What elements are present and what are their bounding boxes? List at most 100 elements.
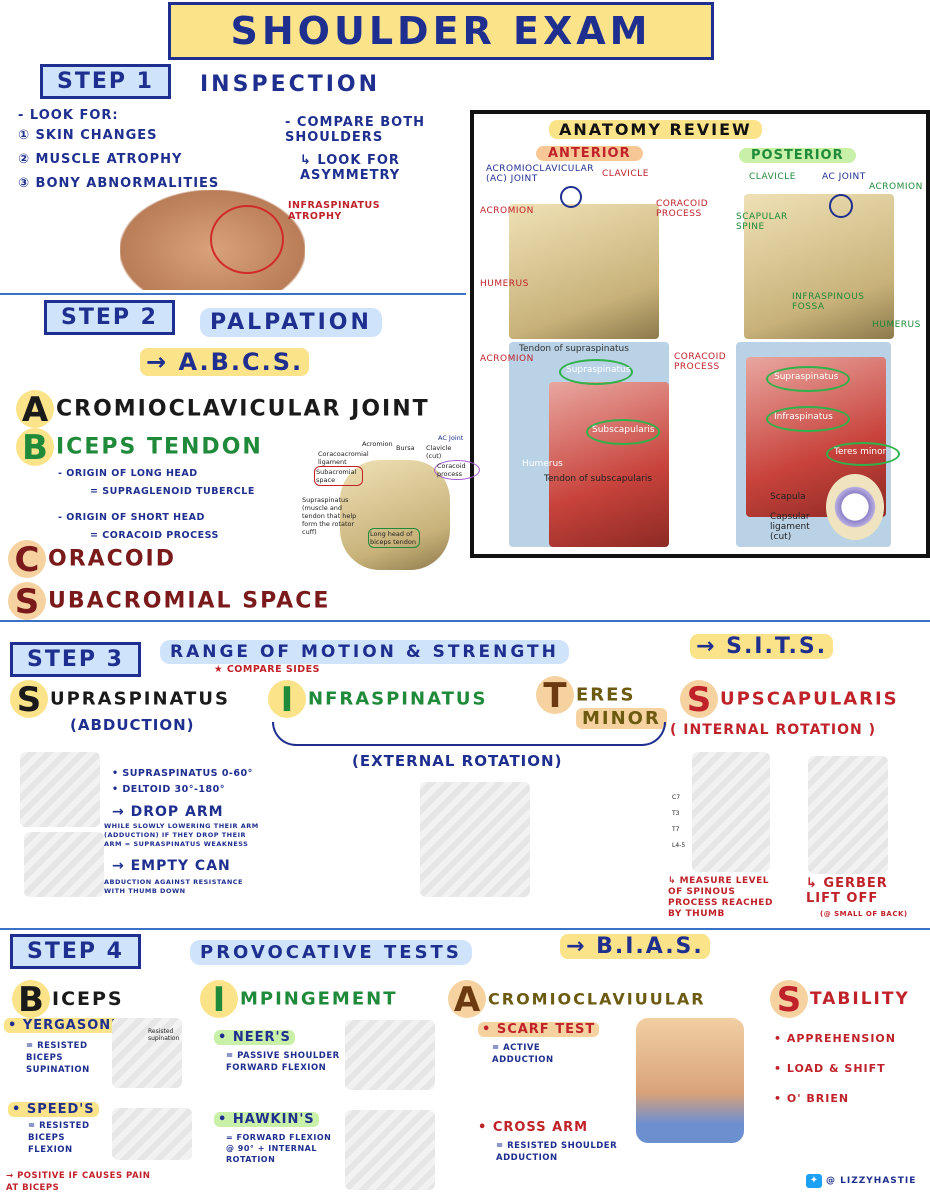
spine-sketch bbox=[692, 752, 770, 872]
step1-label: STEP 1 bbox=[40, 64, 171, 99]
biceps-note-4: = CORACOID PROCESS bbox=[90, 530, 219, 541]
anterior-muscle-image bbox=[509, 342, 669, 547]
neers-label: • NEER'S bbox=[214, 1030, 295, 1045]
subscapularis-muscle bbox=[549, 382, 669, 547]
external-rotation-label: (EXTERNAL ROTATION) bbox=[352, 752, 563, 770]
infraspinatus-atrophy-label: INFRASPINATUS ATROPHY bbox=[288, 200, 381, 222]
supra-note-1: • SUPRASPINATUS 0-60° bbox=[112, 768, 253, 779]
drop-arm-desc: WHILE SLOWLY LOWERING THEIR ARM (ADDUCTI… bbox=[104, 822, 259, 848]
speeds-desc: = RESISTED BICEPS FLEXION bbox=[28, 1121, 90, 1155]
neers-desc: = PASSIVE SHOULDER FORWARD FLEXION bbox=[226, 1051, 340, 1073]
muscle-post-supraspinatus: Supraspinatus bbox=[774, 372, 839, 382]
glenoid-image bbox=[826, 474, 884, 540]
abduction-label: (ABDUCTION) bbox=[70, 716, 195, 734]
empty-can-sketch bbox=[24, 832, 104, 897]
muscle-ant-subscapularis: Subscapularis bbox=[592, 425, 655, 435]
muscle-ant-supraspinatus: Supraspinatus bbox=[566, 365, 631, 375]
letter-t: T bbox=[536, 676, 574, 716]
step4-title: PROVOCATIVE TESTS bbox=[190, 940, 472, 965]
yergason-label: • YERGASON'S bbox=[4, 1018, 131, 1033]
stability-item-2: • LOAD & SHIFT bbox=[774, 1062, 886, 1075]
hawkins-label: • HAWKIN'S bbox=[214, 1112, 319, 1127]
ac-joint-circle-anterior bbox=[560, 186, 582, 208]
page-title: SHOULDER EXAM bbox=[168, 2, 714, 60]
scarf-test-desc: = ACTIVE ADDUCTION bbox=[492, 1043, 554, 1065]
biceps-positive-note: → POSITIVE IF CAUSES PAIN AT BICEPS bbox=[6, 1171, 151, 1193]
oval-supraspinatus-ant bbox=[559, 359, 633, 385]
divider-2 bbox=[0, 620, 930, 622]
supraspinatus-sketch bbox=[20, 752, 100, 827]
speeds-sketch bbox=[112, 1108, 192, 1160]
post-label-infraspinous: INFRASPINOUS FOSSA bbox=[792, 292, 865, 312]
step2-label: STEP 2 bbox=[44, 300, 175, 335]
empty-can-desc: ABDUCTION AGAINST RESISTANCE WITH THUMB … bbox=[104, 878, 243, 895]
step3-title: RANGE OF MOTION & STRENGTH bbox=[160, 640, 569, 664]
letter-s-supra: S bbox=[10, 680, 48, 720]
post-label-clavicle: CLAVICLE bbox=[749, 172, 796, 182]
muscle-post-capsular: Capsular ligament (cut) bbox=[770, 512, 810, 542]
step1-title: INSPECTION bbox=[200, 72, 381, 97]
palpation-diagram bbox=[340, 460, 450, 570]
yergason-sketch bbox=[112, 1018, 182, 1088]
gerber-sketch bbox=[808, 756, 888, 874]
muscle-ant-tendon-supra: Tendon of supraspinatus bbox=[519, 344, 629, 354]
letter-s-sub: S bbox=[680, 680, 718, 720]
gerber-sub: (@ SMALL OF BACK) bbox=[820, 910, 908, 918]
bias-heading: → B.I.A.S. bbox=[560, 934, 710, 959]
anterior-label: ANTERIOR bbox=[536, 146, 643, 161]
credit-handle: @ LIZZYHASTIE bbox=[826, 1176, 917, 1186]
yergason-desc: = RESISTED BICEPS SUPINATION bbox=[26, 1041, 90, 1075]
oval-teres-minor bbox=[826, 442, 900, 466]
letter-i-test: I bbox=[200, 980, 238, 1020]
muscle-post-scapula: Scapula bbox=[770, 492, 806, 502]
ant-label-ac-joint: ACROMIOCLAVICULAR (AC) JOINT bbox=[486, 164, 595, 184]
inspection-item-1: ① SKIN CHANGES bbox=[18, 128, 158, 143]
speeds-label: • SPEED'S bbox=[8, 1102, 99, 1117]
external-rotation-bracket bbox=[272, 722, 666, 746]
biceps-note-2: = SUPRAGLENOID TUBERCLE bbox=[90, 486, 255, 497]
ant-label-coracoid: CORACOID PROCESS bbox=[656, 199, 709, 219]
ant-label-acromion: ACROMION bbox=[480, 206, 534, 216]
muscle-ant-note-acromion: ACROMION bbox=[480, 354, 534, 364]
oval-subscapularis bbox=[586, 419, 660, 445]
oval-infraspinatus bbox=[766, 406, 850, 432]
muscle-ant-note-coracoid: CORACOID PROCESS bbox=[674, 352, 727, 372]
muscle-ant-tendon-subscap: Tendon of subscapularis bbox=[544, 474, 653, 484]
look-for-label: - LOOK FOR: bbox=[18, 108, 119, 123]
twitter-icon: ✦ bbox=[806, 1174, 822, 1188]
letter-a: A bbox=[16, 390, 54, 430]
abcs-heading: → A.B.C.S. bbox=[140, 348, 310, 376]
anterior-bone-image bbox=[509, 204, 659, 339]
anatomy-review-panel: ANATOMY REVIEW ANTERIOR POSTERIOR ACROMI… bbox=[470, 110, 930, 558]
ant-label-humerus: HUMERUS bbox=[480, 279, 529, 289]
biceps-note-1: - ORIGIN OF LONG HEAD bbox=[58, 468, 198, 479]
biceps-note-3: - ORIGIN OF SHORT HEAD bbox=[58, 512, 205, 523]
step2-title: PALPATION bbox=[200, 308, 382, 337]
divider-3 bbox=[0, 928, 930, 930]
yergason-image-label: Resisted supination bbox=[148, 1028, 180, 1042]
posterior-bone-image bbox=[744, 194, 894, 339]
hawkins-sketch bbox=[345, 1110, 435, 1190]
compare-sides: ★ COMPARE SIDES bbox=[214, 664, 320, 675]
empty-can-label: → EMPTY CAN bbox=[112, 858, 231, 874]
post-label-ac-joint: AC JOINT bbox=[822, 172, 866, 182]
letter-a-test: A bbox=[448, 980, 486, 1020]
muscle-ant-humerus: Humerus bbox=[522, 459, 563, 469]
supra-note-2: • DELTOID 30°-180° bbox=[112, 784, 226, 795]
stability-item-3: • O' BRIEN bbox=[774, 1092, 850, 1105]
post-label-acromion: ACROMION bbox=[869, 182, 923, 192]
external-rotation-sketch bbox=[420, 782, 530, 897]
muscle-post-infraspinatus: Infraspinatus bbox=[774, 412, 833, 422]
step4-label: STEP 4 bbox=[10, 934, 141, 969]
letter-b-test: B bbox=[12, 980, 50, 1020]
stability-item-1: • APPREHENSION bbox=[774, 1032, 896, 1045]
